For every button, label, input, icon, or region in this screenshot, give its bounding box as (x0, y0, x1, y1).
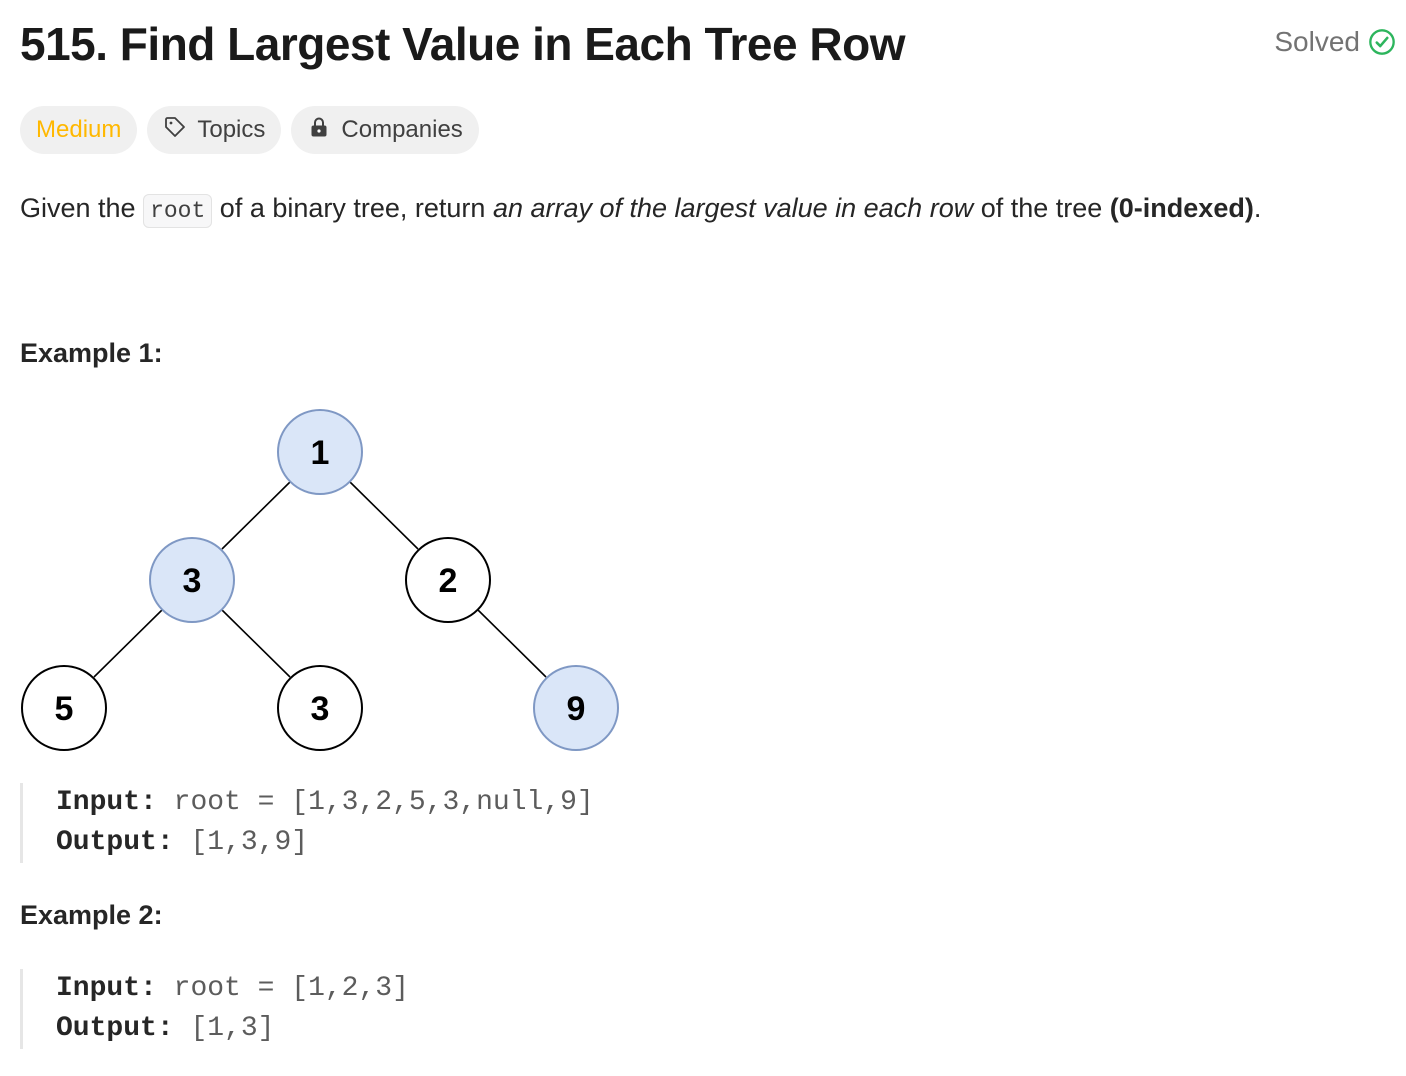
topics-label: Topics (197, 116, 266, 143)
lock-icon (307, 115, 331, 146)
example-2-heading: Example 2: (20, 900, 163, 930)
tree-node-9: 9 (533, 665, 619, 751)
companies-button[interactable]: Companies (291, 106, 479, 154)
tag-bar: Medium Topics Companies (20, 106, 479, 154)
check-circle-icon (1368, 28, 1396, 56)
companies-label: Companies (341, 116, 463, 143)
tree-node-3: 3 (149, 537, 235, 623)
example-2-block: Input: root = [1,2,3] Output: [1,3] (20, 969, 409, 1049)
tree-edge (349, 481, 419, 550)
tag-icon (163, 115, 187, 146)
svg-text:3: 3 (183, 562, 202, 600)
tree-node-1: 1 (277, 409, 363, 495)
example-2-output: Output: [1,3] (56, 1013, 275, 1044)
solved-status: Solved (1274, 26, 1396, 58)
emphasized-text: an array of the largest value in each ro… (492, 193, 974, 223)
example-1-output: Output: [1,3,9] (56, 827, 309, 858)
example-1-heading: Example 1: (20, 338, 163, 368)
svg-text:1: 1 (311, 434, 330, 472)
inline-code-root: root (143, 194, 213, 228)
tree-edge (477, 609, 547, 678)
example-1-input: Input: root = [1,3,2,5,3,null,9] (56, 787, 594, 818)
problem-header: 515. Find Largest Value in Each Tree Row… (20, 14, 1396, 74)
problem-title: 515. Find Largest Value in Each Tree Row (20, 18, 905, 70)
difficulty-label: Medium (36, 116, 122, 143)
svg-text:2: 2 (439, 562, 458, 600)
solved-label: Solved (1274, 26, 1360, 57)
tree-edge (93, 609, 163, 678)
binary-tree-diagram: 1 3 2 5 3 9 (21, 409, 619, 751)
tree-node-2: 2 (405, 537, 491, 623)
topics-button[interactable]: Topics (147, 106, 282, 154)
difficulty-badge[interactable]: Medium (20, 106, 138, 154)
problem-description: Given the root of a binary tree, return … (20, 186, 1261, 233)
tree-edge (221, 609, 291, 678)
bold-text: (0-indexed) (1109, 193, 1254, 223)
svg-text:9: 9 (567, 690, 586, 728)
tree-node-5: 5 (21, 665, 107, 751)
example-2-input: Input: root = [1,2,3] (56, 973, 409, 1004)
tree-node-3-leaf: 3 (277, 665, 363, 751)
example-1-block: Input: root = [1,3,2,5,3,null,9] Output:… (20, 783, 594, 863)
svg-text:5: 5 (55, 690, 74, 728)
svg-text:3: 3 (311, 690, 330, 728)
tree-edge (221, 481, 291, 550)
